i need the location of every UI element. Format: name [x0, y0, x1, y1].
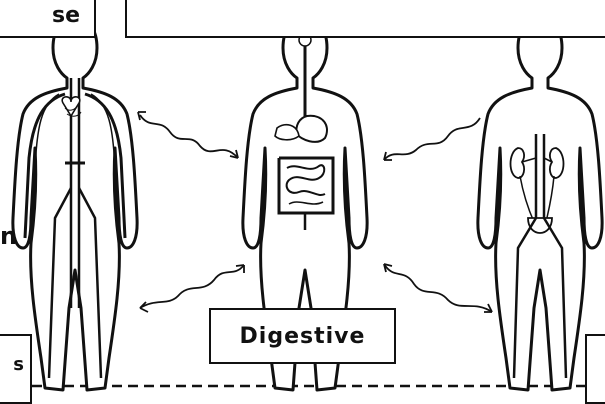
body-systems-diagram: se n s Digestive [0, 0, 605, 392]
digestive-label: Digestive [240, 324, 366, 349]
label-box-top-center [125, 0, 605, 38]
label-top-left-text: se [52, 3, 80, 28]
label-box-digestive: Digestive [209, 308, 396, 364]
label-box-top-left: se [0, 0, 96, 38]
label-box-bottom-left: s [0, 334, 32, 404]
label-box-bottom-right [585, 334, 605, 404]
left-edge-letter: n [0, 222, 17, 250]
excretory-system-figure [478, 18, 602, 390]
label-bottom-left-text: s [13, 354, 24, 375]
